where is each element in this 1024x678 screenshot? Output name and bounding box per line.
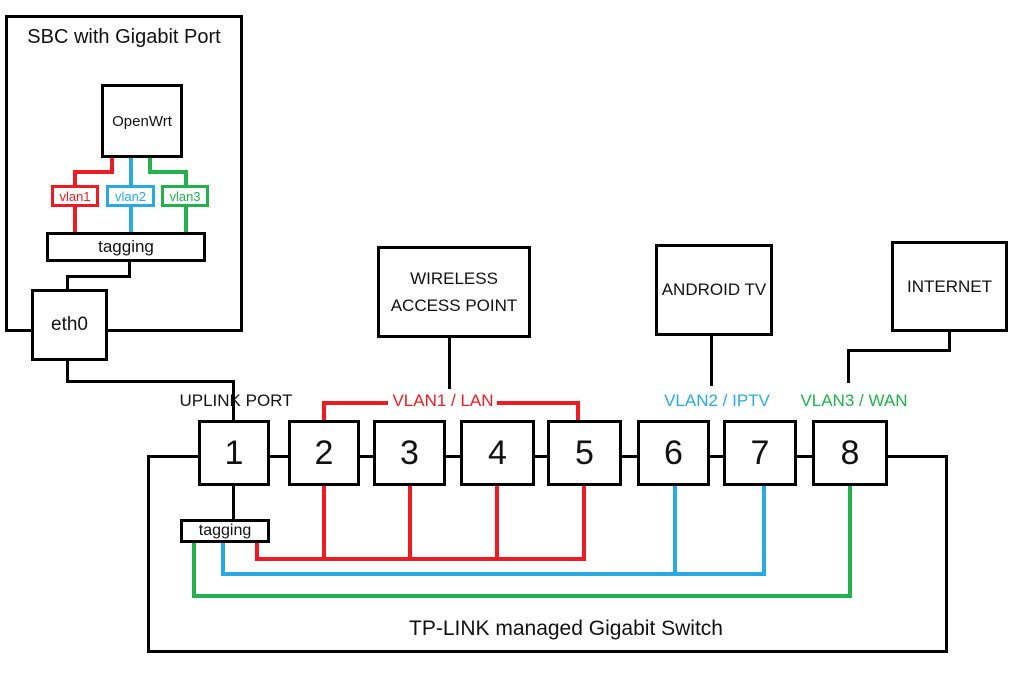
vlan1-chip-label: vlan1 [59,188,91,204]
connector-port2-vlan1-up [322,401,326,422]
connector-tagging-greenbus-drop [192,540,196,598]
connector-tagging-eth0-down [128,261,131,278]
connector-openwrt-vlan2-drop [129,156,133,187]
connector-tagging-eth0-drop [66,275,69,292]
connector-vlan3-tagging [184,205,188,235]
connector-openwrt-vlan3-drop [184,170,188,187]
connector-port8-greenbus [848,485,852,598]
connector-openwrt-vlan3-down [148,156,152,174]
sbc-tagging-box: tagging [46,232,206,262]
switch-port-8: 8 [812,420,888,486]
vlan3-wan-label: VLAN3 / WAN [800,391,908,410]
connector-eth0-uplink-drop [232,380,235,422]
connector-blue-bus [221,572,766,576]
connector-eth0-uplink-down [66,358,69,383]
android-tv-box: ANDROID TV [655,244,773,336]
vlan1-chip: vlan1 [51,185,99,207]
connector-port2-redbus [322,485,326,561]
vlan2-chip: vlan2 [106,185,155,207]
eth0-box: eth0 [31,289,108,361]
switch-port-7: 7 [723,420,797,486]
connector-internet-across [847,349,951,352]
vlan1-lan-label: VLAN1 / LAN [392,391,494,410]
connector-vlan2-tagging [129,205,133,235]
openwrt-label: OpenWrt [112,112,172,130]
switch-port-1: 1 [198,420,270,486]
connector-internet-down [948,330,951,352]
uplink-port-label: UPLINK PORT [179,391,293,410]
vlan2-iptv-label: VLAN2 / IPTV [664,391,770,410]
sbc-tagging-label: tagging [98,237,154,256]
vlan2-chip-label: vlan2 [114,188,147,204]
switch-port-4: 4 [460,420,535,486]
connector-vlan1-label-right [497,401,580,405]
sbc-box [5,15,243,332]
connector-openwrt-vlan1-across [73,170,114,174]
connector-port3-redbus [408,485,412,561]
connector-port5-redbus [582,485,586,561]
connector-port1-tagging-link [232,485,235,521]
connector-openwrt-vlan1-down [110,156,114,174]
switch-title: TP-LINK managed Gigabit Switch [409,617,723,640]
connector-port4-redbus [495,485,499,561]
switch-tagging-label: tagging [198,522,252,539]
switch-port-5: 5 [547,420,622,486]
switch-tagging-box: tagging [180,519,270,543]
vlan3-chip-label: vlan3 [169,188,201,204]
internet-label: INTERNET [907,276,992,296]
vlan3-chip: vlan3 [161,185,209,207]
internet-box: INTERNET [891,241,1008,332]
switch-port-6: 6 [637,420,710,486]
eth0-label: eth0 [51,314,88,335]
connector-red-bus [255,557,586,561]
connector-tagging-eth0-across [66,275,131,278]
android-tv-label: ANDROID TV [661,280,767,299]
switch-port-3: 3 [373,420,446,486]
connector-tagging-redbus-drop [255,540,259,561]
connector-openwrt-vlan1-drop [73,170,77,187]
connector-androidtv-drop [710,335,713,386]
wireless-access-point-box: WIRELESS ACCESS POINT [377,246,531,338]
connector-vlan1-tagging [73,205,77,235]
openwrt-box: OpenWrt [101,84,183,158]
connector-vlan1-label-left [322,401,388,405]
connector-internet-drop [847,349,850,383]
connector-green-bus [192,594,851,598]
wireless-access-point-label: WIRELESS ACCESS POINT [390,269,518,315]
sbc-title: SBC with Gigabit Port [27,26,221,48]
connector-port6-bluebus [673,485,677,576]
connector-port7-bluebus [762,485,766,576]
switch-port-2: 2 [288,420,360,486]
connector-tagging-bluebus-drop [221,540,225,576]
connector-eth0-uplink-across [66,380,235,383]
connector-wap-drop [448,337,451,389]
connector-openwrt-vlan3-across [148,170,188,174]
connector-vlan1-port5-down [576,401,580,422]
